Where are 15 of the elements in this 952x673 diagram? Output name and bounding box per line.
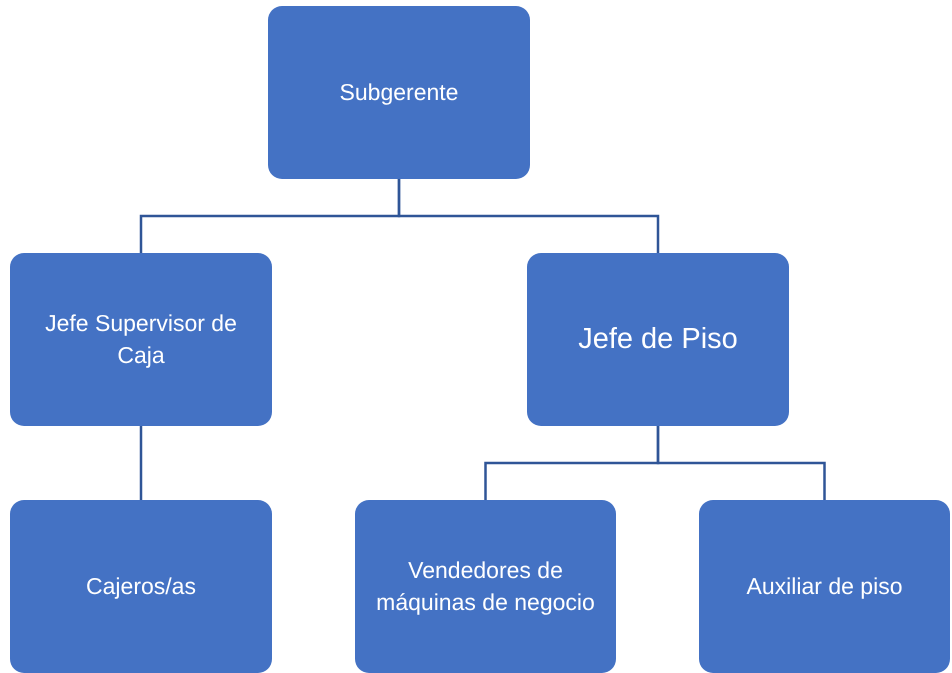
role-label: Subgerente — [340, 78, 458, 107]
connector-line — [398, 179, 660, 253]
role-box — [527, 253, 789, 426]
role-label: Vendedores de máquinas de negocio — [375, 556, 596, 617]
role-box — [699, 500, 950, 673]
role-label: Auxiliar de piso — [746, 572, 902, 601]
role-box — [268, 6, 530, 179]
connector-line — [140, 426, 142, 500]
role-label: Jefe de Piso — [578, 322, 738, 357]
role-box — [10, 253, 272, 426]
role-label: Cajeros/as — [86, 572, 196, 601]
role-box — [10, 500, 272, 673]
role-box — [355, 500, 616, 673]
connector-line — [656, 426, 826, 500]
role-label: Jefe Supervisor de Caja — [44, 309, 238, 370]
